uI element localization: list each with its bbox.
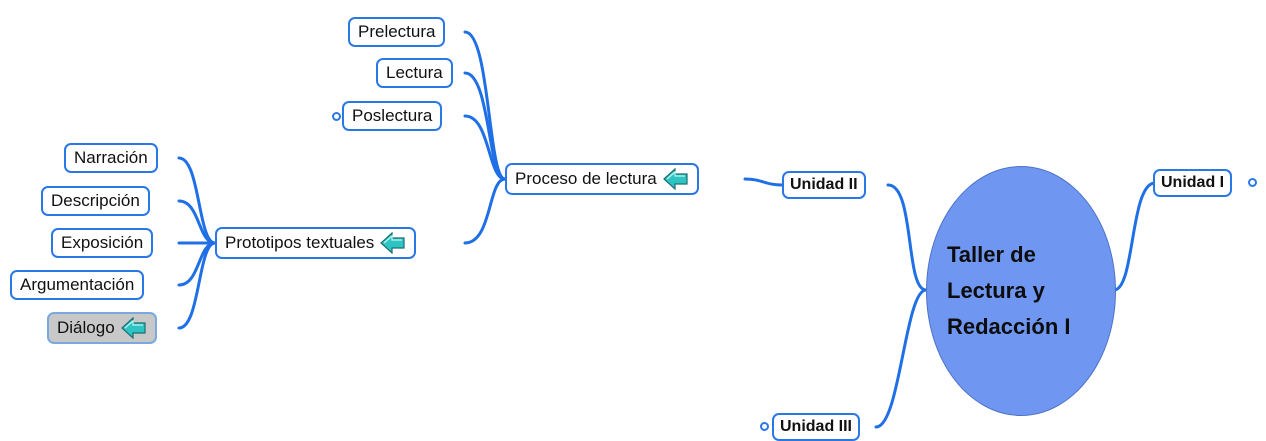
node-prelectura-label: Prelectura (358, 22, 436, 41)
left-arrow-icon[interactable] (662, 168, 689, 190)
node-argumentacion-label: Argumentación (20, 275, 135, 294)
collapse-toggle-icon[interactable] (760, 422, 769, 431)
node-argumentacion[interactable]: Argumentación (10, 270, 145, 300)
connector-poslectura (463, 114, 507, 181)
node-prototipos-textuales-label: Prototipos textuales (225, 233, 375, 252)
node-descripcion-label: Descripción (51, 191, 140, 210)
node-poslectura[interactable]: Poslectura (342, 101, 443, 131)
collapse-toggle-icon[interactable] (332, 112, 341, 121)
node-prelectura[interactable]: Prelectura (348, 17, 446, 47)
central-topic-label: Taller de Lectura y Redacción I (947, 242, 1071, 339)
left-arrow-icon[interactable] (120, 317, 147, 339)
node-unidad-iii-label: Unidad III (780, 418, 852, 435)
node-unidad-ii[interactable]: Unidad II (782, 171, 866, 199)
connector-unidad-ii (886, 183, 928, 292)
node-narracion[interactable]: Narración (64, 143, 158, 173)
node-lectura[interactable]: Lectura (376, 58, 453, 88)
node-poslectura-label: Poslectura (352, 106, 433, 125)
node-descripcion[interactable]: Descripción (41, 186, 150, 216)
connector-dialogo (177, 241, 217, 330)
collapse-toggle-icon[interactable] (1248, 178, 1257, 187)
node-dialogo[interactable]: Diálogo (47, 312, 157, 344)
central-topic[interactable]: Taller de Lectura y Redacción I (926, 166, 1116, 416)
node-unidad-ii-label: Unidad II (790, 176, 858, 193)
node-narracion-label: Narración (74, 148, 148, 167)
node-proceso-de-lectura-label: Proceso de lectura (515, 169, 657, 188)
node-exposicion[interactable]: Exposición (51, 228, 154, 258)
connector-argumentacion (177, 241, 217, 287)
node-unidad-i[interactable]: Unidad I (1153, 169, 1233, 197)
connector-unidad-iii (874, 288, 928, 429)
node-exposicion-label: Exposición (61, 233, 144, 252)
connector-prototipos (463, 177, 507, 245)
node-unidad-i-label: Unidad I (1161, 174, 1225, 191)
node-lectura-label: Lectura (386, 63, 443, 82)
node-prototipos-textuales[interactable]: Prototipos textuales (215, 227, 417, 259)
connector-descripcion (177, 199, 217, 245)
connector-proceso (743, 177, 784, 187)
left-arrow-icon[interactable] (380, 232, 406, 254)
node-dialogo-label: Diálogo (57, 318, 115, 337)
node-unidad-iii[interactable]: Unidad III (772, 413, 860, 441)
node-proceso-de-lectura[interactable]: Proceso de lectura (505, 163, 699, 195)
connector-unidad-i (1112, 181, 1157, 292)
